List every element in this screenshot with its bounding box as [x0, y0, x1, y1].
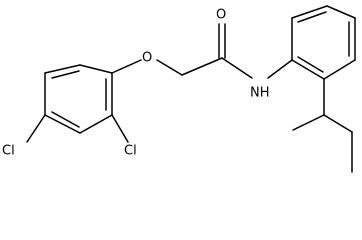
dichlorophenyl-ring [44, 64, 113, 134]
sec-butyl-group [292, 78, 353, 173]
bond-carbonyl-c-to-n [221, 57, 253, 79]
oxygen-carbonyl-label: O [216, 8, 226, 23]
bond-ring-to-ortho-cl [111, 114, 129, 143]
bond-ring-to-ether-o [111, 59, 142, 74]
bond-ether-o-to-ch2 [156, 59, 183, 76]
nitrogen-amide-label: NH [250, 86, 270, 101]
chlorine-para-label: Cl [2, 144, 15, 159]
structure-diagram: O O NH Cl Cl [2, 5, 356, 173]
bond-n-to-phenyl [267, 59, 293, 79]
chlorine-ortho-label: Cl [124, 144, 137, 159]
sec-butylphenyl-ring [291, 5, 356, 80]
oxygen-ether-label: O [142, 51, 152, 66]
bond-ch2-to-carbonyl-c [181, 57, 223, 76]
bond-ring-to-para-cl [26, 114, 46, 143]
